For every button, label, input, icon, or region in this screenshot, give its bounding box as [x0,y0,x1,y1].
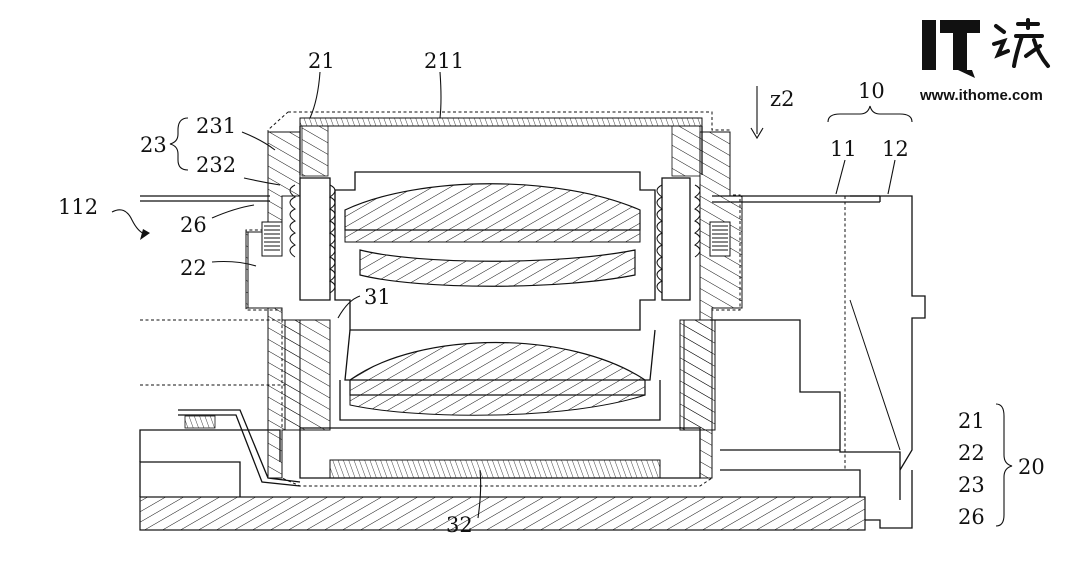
label-11: 11 [830,137,857,161]
label-10: 10 [858,79,885,103]
label-31: 31 [364,285,391,309]
ithome-logo [922,18,1050,78]
reference-labels: 21 211 z2 10 11 12 23 231 232 112 26 22 … [58,49,1045,537]
watermark-url: www.ithome.com [919,87,1043,104]
label-231: 231 [196,114,236,138]
label-26: 26 [180,213,207,237]
spring-22-left [261,221,283,257]
spring-22-right [709,221,731,257]
group-20-item: 26 [958,505,985,529]
group-20-item: 22 [958,441,985,465]
group-20-item: 21 [958,409,985,433]
group-20-item: 23 [958,473,985,497]
ithome-watermark: www.ithome.com [919,18,1050,104]
label-232: 232 [196,153,236,177]
holder-23 [245,111,743,487]
label-211: 211 [424,49,464,73]
label-22: 22 [180,256,207,280]
flex-cable [178,409,301,487]
label-12: 12 [882,137,909,161]
leader-lines [111,71,1013,527]
label-20: 20 [1018,455,1045,479]
label-23: 23 [140,133,167,157]
lens-barrel-31 [334,171,661,421]
label-32: 32 [446,513,473,537]
label-112: 112 [58,195,98,219]
housing-outline [139,195,926,531]
sensor-32 [299,427,701,479]
label-z2: z2 [770,87,794,111]
label-21: 21 [308,49,335,73]
cover-21 [299,117,703,177]
base-plate [139,496,866,531]
